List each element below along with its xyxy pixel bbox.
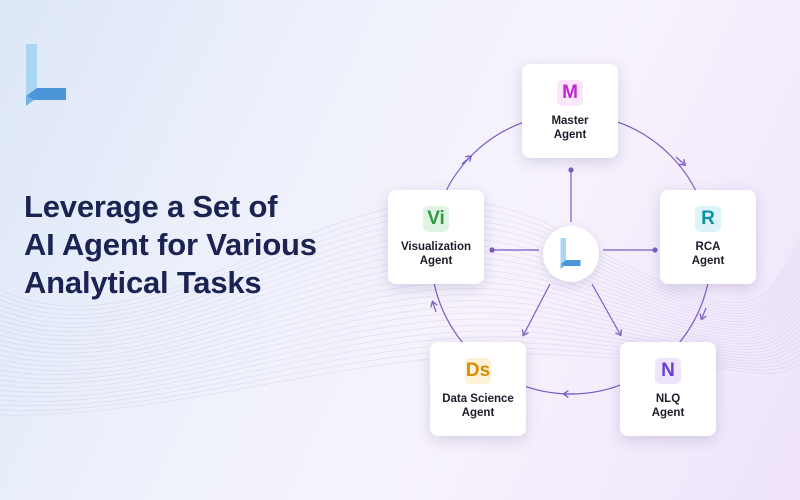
spoke-data-science (521, 283, 551, 337)
agent-label: Master Agent (522, 114, 618, 142)
agent-card-nlq[interactable]: N NLQ Agent (620, 342, 716, 436)
data-science-badge-icon: Ds (465, 358, 491, 384)
agent-label-line-2: Agent (691, 255, 725, 267)
agent-label-line-2: Agent (651, 407, 685, 419)
background-wave-line (0, 318, 800, 389)
orbit-arrow-vi-master (461, 155, 473, 165)
spoke-nlq (591, 283, 622, 337)
headline: Leverage a Set of AI Agent for Various A… (24, 188, 384, 302)
orbit-arrow-ds-vi (430, 300, 438, 313)
background-wave-line (0, 324, 800, 393)
agent-card-data-science[interactable]: Ds Data Science Agent (430, 342, 526, 436)
background-wave-line (0, 312, 800, 384)
orbit-arrow-master-rca (675, 156, 687, 166)
agent-label-line-1: Master (551, 115, 589, 127)
headline-line-2: AI Agent for Various (24, 227, 317, 262)
master-badge-icon: M (557, 80, 583, 106)
headline-line-1: Leverage a Set of (24, 189, 278, 224)
background-wave-line (0, 330, 800, 398)
hub-logo-icon (560, 238, 581, 269)
background-wave-line (0, 306, 800, 380)
agent-label: Data Science Agent (430, 392, 526, 420)
background-wave-line (0, 294, 800, 371)
hub-node (543, 226, 599, 282)
agent-label-line-2: Agent (419, 255, 453, 267)
agent-label-line-1: Visualization (400, 241, 472, 253)
background-wave-line (0, 244, 800, 337)
agent-card-rca[interactable]: R RCA Agent (660, 190, 756, 284)
agent-label-line-1: RCA (695, 241, 721, 253)
agent-label-line-1: NLQ (655, 393, 681, 405)
agent-label-line-1: Data Science (442, 393, 514, 405)
agent-label-line-2: Agent (461, 407, 495, 419)
headline-line-3: Analytical Tasks (24, 265, 262, 300)
visualization-badge-icon: Vi (423, 206, 449, 232)
background-wave-line (0, 213, 800, 315)
rca-badge-icon: R (695, 206, 721, 232)
background-wave-line (0, 201, 800, 307)
agent-label: Visualization Agent (388, 240, 484, 268)
background-wave-line (0, 257, 800, 345)
agent-label: RCA Agent (660, 240, 756, 268)
background-wave-line (0, 251, 800, 341)
agent-card-visualization[interactable]: Vi Visualization Agent (388, 190, 484, 284)
brand-logo-icon (26, 44, 68, 108)
background-wave-line (0, 336, 800, 402)
orbit-arrow-rca-nlq (699, 307, 707, 321)
background-wave-line (0, 287, 800, 367)
agent-label-line-2: Agent (553, 129, 587, 141)
nlq-badge-icon: N (655, 358, 681, 384)
background-wave-line (0, 207, 800, 311)
background-wave-line (0, 300, 800, 376)
agent-card-master[interactable]: M Master Agent (522, 64, 618, 158)
agent-label: NLQ Agent (620, 392, 716, 420)
